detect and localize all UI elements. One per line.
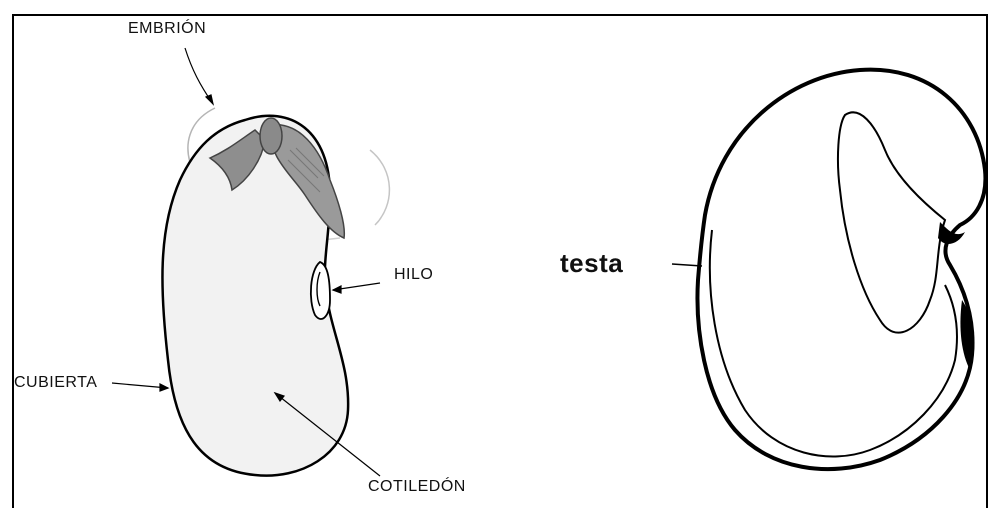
label-testa: testa <box>560 248 623 279</box>
hilo-arrowhead <box>333 286 341 293</box>
cubierta-arrowhead <box>160 384 168 391</box>
hilum <box>311 262 330 319</box>
embryo-halo-arc-right <box>370 150 389 225</box>
label-cotiledon: COTILEDÓN <box>368 478 466 496</box>
bean-seed <box>162 108 389 476</box>
embrion-arrowhead <box>206 95 213 104</box>
label-cubierta: CUBIERTA <box>14 374 97 392</box>
label-hilo: HILO <box>394 266 433 284</box>
seed-section <box>672 70 985 469</box>
embryo-leaf <box>260 118 282 154</box>
label-embrion: EMBRIÓN <box>128 20 206 38</box>
